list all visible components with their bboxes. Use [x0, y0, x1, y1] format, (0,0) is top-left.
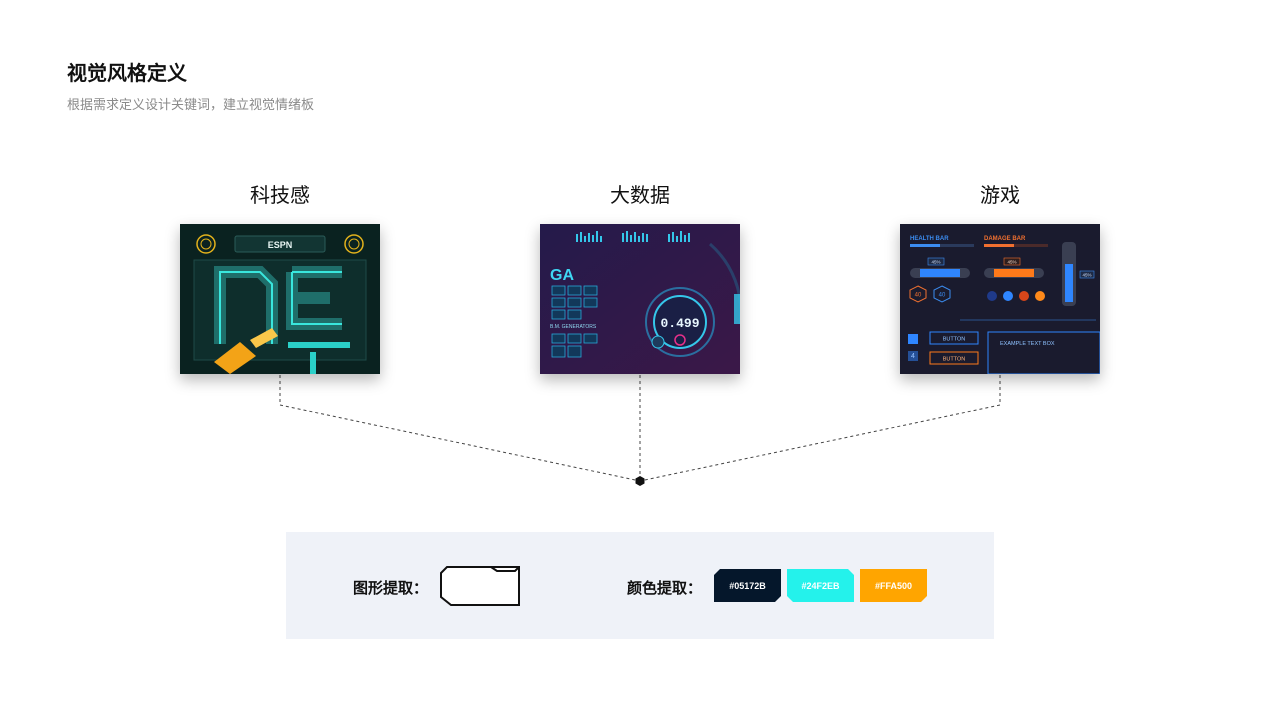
- game-moodboard-image: HEALTH BAR DAMAGE BAR 45% 45% 45% 40 40 …: [900, 224, 1100, 374]
- damage-bar-label: DAMAGE BAR: [984, 236, 1026, 242]
- extraction-panel: 图形提取： 颜色提取： #05172B #24F2EB #FFA500: [286, 532, 994, 639]
- damage-percent: 45%: [1007, 260, 1016, 265]
- color-swatch-navy: #05172B: [714, 569, 781, 602]
- page-subtitle: 根据需求定义设计关键词，建立视觉情绪板: [67, 97, 315, 112]
- hex-value-orange: 40: [915, 293, 922, 299]
- color-swatch-cyan: #24F2EB: [787, 569, 854, 602]
- tube-percent: 45%: [1082, 273, 1091, 278]
- moodboard-title: 大数据: [610, 185, 670, 207]
- espn-logo: ESPN: [268, 240, 293, 250]
- extracted-frame-shape: [440, 566, 520, 606]
- tech-moodboard-image: ESPN: [180, 224, 380, 374]
- game-button-orange: BUTTON: [943, 357, 966, 363]
- moodboard-game: 游戏 HEALTH BAR DAMAGE BAR 45% 45% 45% 40 …: [900, 180, 1100, 374]
- shape-extraction-label: 图形提取：: [353, 580, 429, 597]
- moodboard-tech: 科技感 ESPN: [180, 180, 380, 374]
- color-swatch-orange: #FFA500: [860, 569, 927, 602]
- bigdata-moodboard-image: GA B.M. GENERATORS 0.499: [540, 224, 740, 374]
- color-swatch-label: #05172B: [729, 580, 766, 591]
- page-title: 视觉风格定义: [67, 63, 187, 85]
- example-text-box: EXAMPLE TEXT BOX: [1000, 341, 1055, 347]
- health-percent: 45%: [931, 260, 940, 265]
- game-button-blue: BUTTON: [943, 337, 966, 343]
- moodboard-title: 科技感: [250, 185, 310, 207]
- moodboard-bigdata: 大数据 GA B.M. GENERATORS: [540, 180, 740, 374]
- moodboard-title: 游戏: [980, 185, 1020, 207]
- junction-node: [635, 476, 645, 486]
- health-bar-label: HEALTH BAR: [910, 236, 949, 242]
- generators-caption: B.M. GENERATORS: [550, 324, 597, 330]
- color-extraction-label: 颜色提取：: [627, 580, 703, 597]
- color-swatch-label: #FFA500: [874, 580, 913, 591]
- hex-value-blue: 40: [939, 293, 946, 299]
- ga-caption: GA: [550, 267, 574, 284]
- color-swatch-label: #24F2EB: [801, 580, 840, 591]
- gauge-value: 0.499: [660, 316, 699, 331]
